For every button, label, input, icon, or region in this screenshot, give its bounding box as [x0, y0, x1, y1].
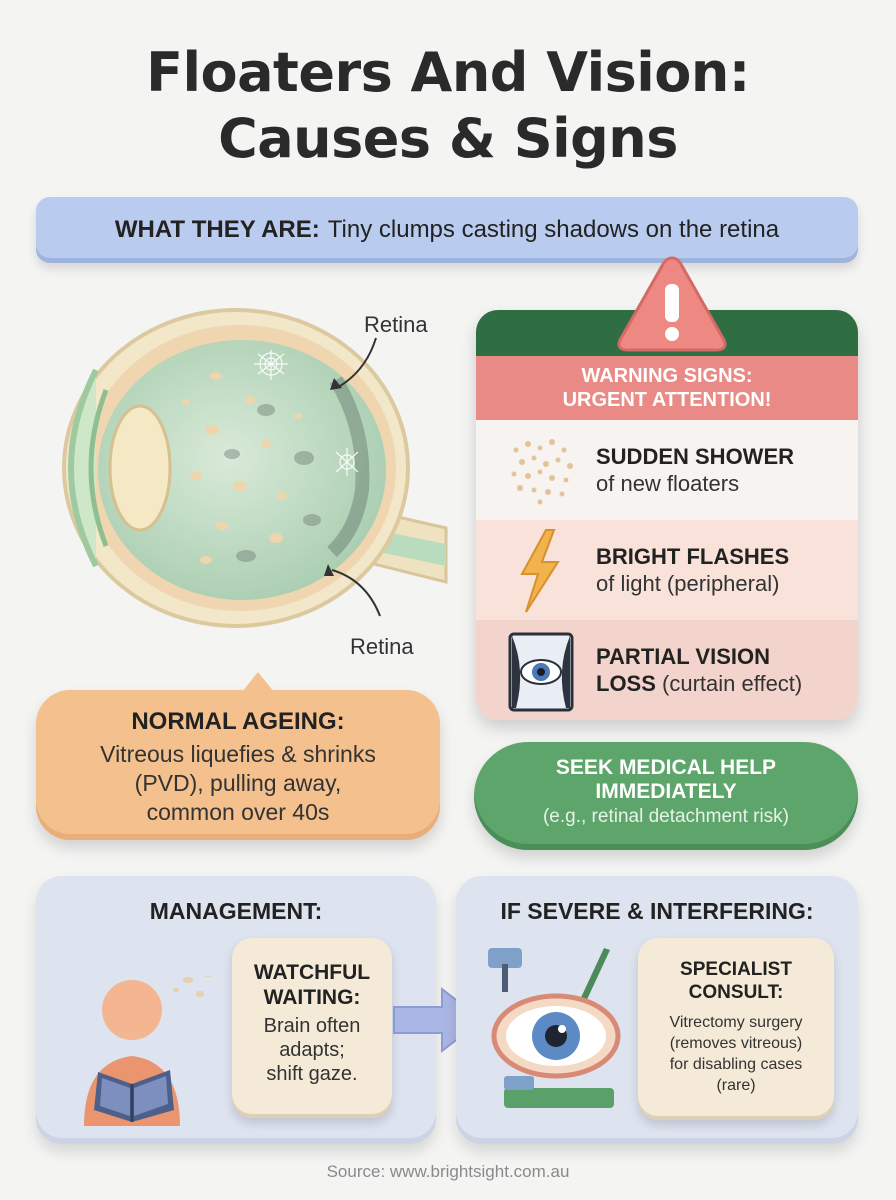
- sign-3-bold-line-1: PARTIAL VISION: [596, 644, 770, 669]
- watchful-title-line-2: WAITING:: [263, 986, 361, 1009]
- warning-sign-bright-flashes: BRIGHT FLASHES of light (peripheral): [476, 520, 858, 620]
- person-reading-icon: [84, 976, 211, 1126]
- source-credit: Source: www.brightsight.com.au: [326, 1162, 570, 1181]
- page-title: Floaters And Vision: Causes & Signs: [0, 40, 896, 172]
- seek-line-2: IMMEDIATELY: [595, 780, 737, 803]
- speech-bubble-tail: [242, 672, 274, 692]
- warning-sign-sudden-shower: SUDDEN SHOWER of new floaters: [476, 420, 858, 520]
- normal-ageing-heading: NORMAL AGEING:: [131, 708, 345, 735]
- severe-heading: IF SEVERE & INTERFERING:: [500, 898, 814, 924]
- sign-2-text: of light (peripheral): [596, 571, 780, 596]
- warning-triangle-icon: [617, 256, 727, 352]
- title-line-1: Floaters And Vision:: [146, 41, 750, 104]
- sign-2-bold: BRIGHT FLASHES: [596, 544, 790, 569]
- retina-label-top: Retina: [364, 312, 428, 337]
- warning-heading: WARNING SIGNS: URGENT ATTENTION!: [476, 356, 858, 420]
- retina-label-bottom: Retina: [350, 634, 414, 659]
- specialist-text-line-1: Vitrectomy surgery: [669, 1014, 803, 1031]
- specialist-title-line-1: SPECIALIST: [680, 959, 792, 980]
- sign-1-bold: SUDDEN SHOWER: [596, 444, 795, 469]
- lightning-bolt-icon: [476, 520, 596, 620]
- sign-3-text: (curtain effect): [662, 671, 803, 696]
- eye-surgery-icon: [488, 948, 621, 1108]
- management-heading: MANAGEMENT:: [149, 898, 323, 924]
- what-they-are-text: Tiny clumps casting shadows on the retin…: [327, 216, 780, 243]
- what-they-are-banner: WHAT THEY ARE: Tiny clumps casting shado…: [36, 197, 858, 263]
- sign-3-bold-line-2: LOSS: [596, 671, 656, 696]
- seek-medical-help-pill: SEEK MEDICAL HELP IMMEDIATELY (e.g., ret…: [474, 742, 858, 850]
- watchful-waiting-card: WATCHFUL WAITING: Brain often adapts; sh…: [232, 938, 392, 1118]
- watchful-text-line-3: shift gaze.: [266, 1063, 358, 1085]
- seek-line-3: (e.g., retinal detachment risk): [542, 806, 790, 827]
- sign-1-text: of new floaters: [596, 471, 740, 496]
- watchful-title-line-1: WATCHFUL: [253, 961, 371, 984]
- eye-cross-section-illustration: [62, 308, 448, 628]
- management-panel: MANAGEMENT: WATCHFUL WAITING: Brain ofte…: [36, 876, 436, 1144]
- warning-signs-panel: WARNING SIGNS: URGENT ATTENTION! SUDDEN …: [476, 310, 858, 720]
- severe-interfering-panel: IF SEVERE & INTERFERING: SPECIALIST CONS…: [456, 876, 858, 1144]
- warning-heading-line-1: WARNING SIGNS:: [581, 365, 753, 387]
- specialist-text-line-3: for disabling cases: [669, 1056, 803, 1073]
- specialist-text-line-2: (removes vitreous): [669, 1035, 803, 1052]
- watchful-text-line-2: adapts;: [279, 1039, 345, 1061]
- warning-sign-partial-vision-loss: PARTIAL VISION LOSS (curtain effect): [476, 620, 858, 720]
- what-they-are-label: WHAT THEY ARE:: [114, 216, 320, 243]
- specialist-consult-card: SPECIALIST CONSULT: Vitrectomy surgery (…: [638, 938, 834, 1120]
- specialist-text-line-4: (rare): [716, 1077, 756, 1094]
- normal-ageing-bubble: NORMAL AGEING: Vitreous liquefies & shri…: [36, 672, 440, 840]
- warning-heading-line-2: URGENT ATTENTION!: [562, 389, 772, 411]
- normal-ageing-line-2: (PVD), pulling away,: [134, 770, 342, 796]
- watchful-text-line-1: Brain often: [263, 1015, 361, 1037]
- specialist-title-line-2: CONSULT:: [688, 982, 784, 1003]
- seek-line-1: SEEK MEDICAL HELP: [555, 756, 777, 779]
- normal-ageing-line-1: Vitreous liquefies & shrinks: [100, 741, 376, 767]
- normal-ageing-line-3: common over 40s: [146, 799, 330, 825]
- title-line-2: Causes & Signs: [218, 107, 678, 170]
- curtain-eye-icon: [476, 620, 596, 720]
- floater-dots-icon: [476, 420, 596, 520]
